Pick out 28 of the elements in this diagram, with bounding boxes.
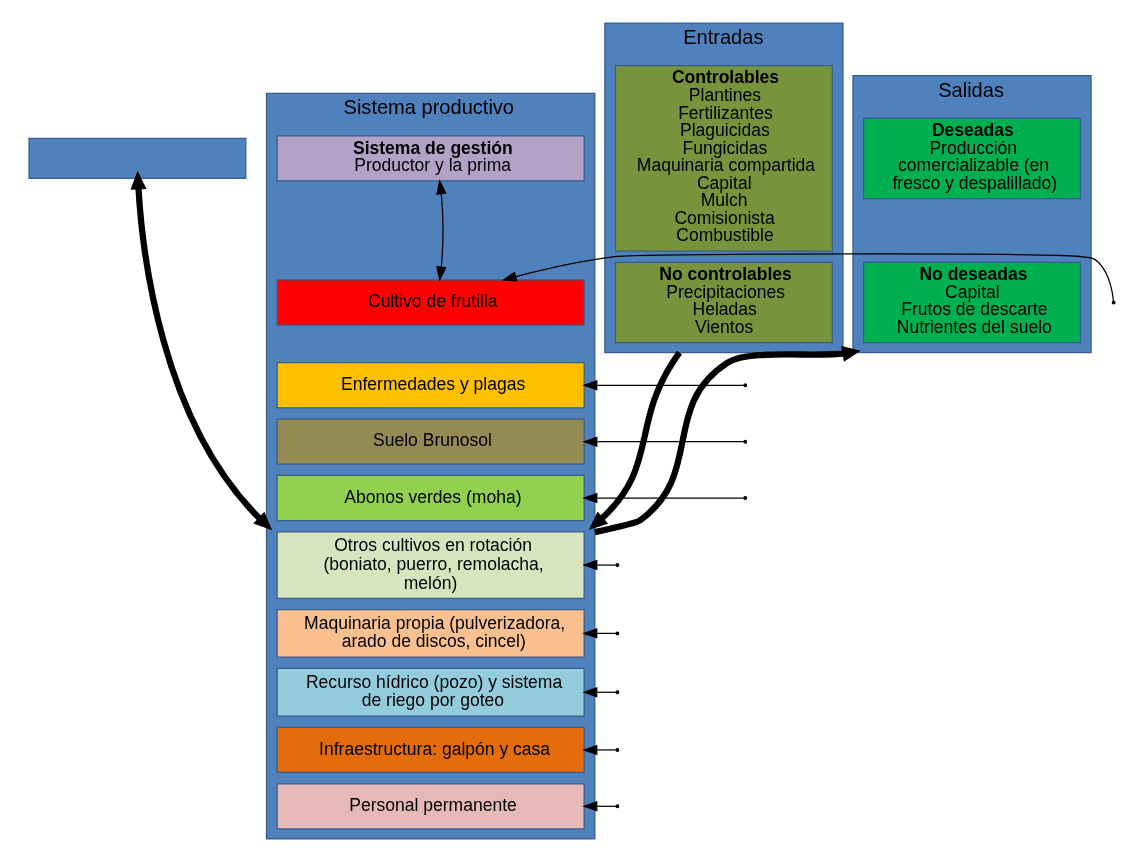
arrow — [593, 345, 861, 536]
node-box — [27, 137, 246, 180]
node-box: Cultivo de frutilla — [276, 279, 585, 326]
node-box: Suelo Brunosol — [276, 418, 585, 465]
node-box: Sistema de gestión Productor y la prima — [276, 135, 585, 182]
arrow — [581, 628, 616, 639]
arrow — [581, 801, 616, 812]
arrow — [581, 744, 616, 756]
arrow — [581, 436, 744, 447]
arrow — [435, 179, 447, 282]
arrow — [581, 492, 744, 504]
node-box: Enfermedades y plagas — [276, 362, 585, 409]
node-box: Recurso hídrico (pozo) y sistema de riego por goteo — [276, 667, 585, 717]
node-box: Controlables Plantines Fertilizantes Plaguicidas Fungicidas Maquinaria compartida Capital Mulch Comisionista Combustible — [614, 65, 833, 252]
arrow — [588, 350, 682, 530]
node-box: Infraestructura: galpón y casa — [276, 726, 585, 774]
node-box: No controlables Precipitaciones Heladas Vientos — [614, 261, 833, 344]
node-box: Maquinaria propia (pulverizadora, arado de discos, cincel) — [276, 608, 585, 658]
arrow — [581, 559, 616, 571]
arrow — [129, 170, 272, 531]
arrow — [501, 253, 1114, 302]
node-box: Deseadas Producción comercializable (en fresco y despalillado) — [862, 117, 1081, 200]
node-box: Personal permanente — [276, 783, 585, 830]
arrow — [581, 687, 616, 698]
node-box: Abonos verdes (moha) — [276, 474, 585, 522]
node-box: No deseadas Capital Frutos de descarte Nutrientes del suelo — [862, 261, 1081, 344]
arrow — [581, 380, 744, 391]
node-box: Otros cultivos en rotación (boniato, puerro, remolacha, melón) — [276, 531, 585, 599]
